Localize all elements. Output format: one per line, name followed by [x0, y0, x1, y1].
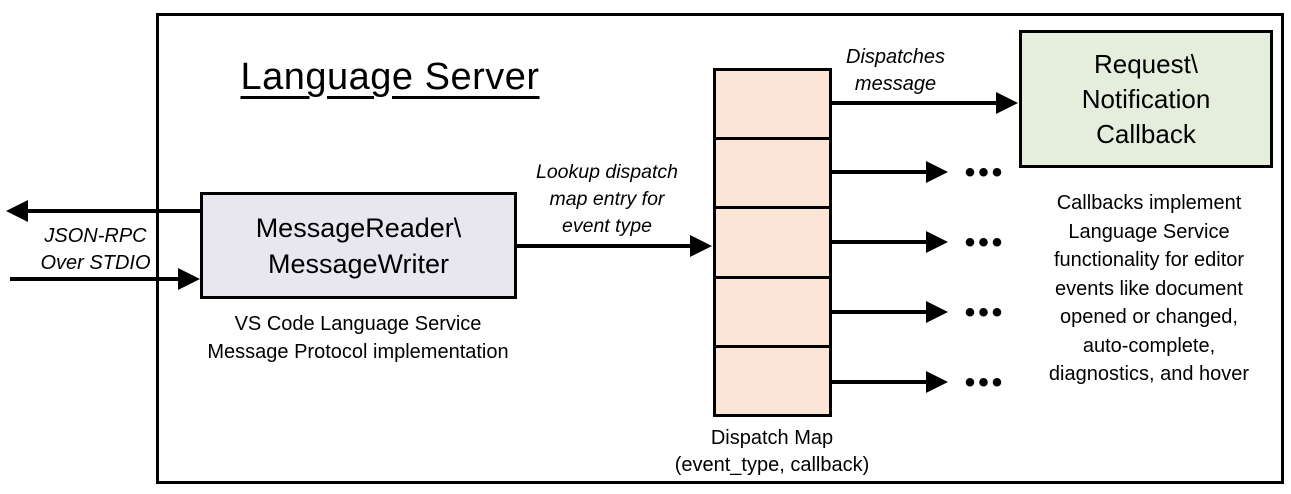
- dispatch-map-caption: Dispatch Map (event_type, callback): [674, 427, 870, 476]
- dispatch-map-cell: [716, 206, 829, 275]
- message-box-caption: VS Code Language Service Message Protoco…: [207, 313, 509, 363]
- message-reader-writer-box: MessageReader\ MessageWriter: [200, 192, 517, 299]
- ellipsis-icon: •••: [964, 366, 1006, 399]
- language-server-boundary: [156, 13, 1284, 484]
- ellipsis-icon: •••: [964, 156, 1006, 189]
- callbacks-note: Callbacks implement Language Service fun…: [1048, 192, 1250, 385]
- dispatch-map-cell: [716, 137, 829, 206]
- arrow-head-left: [6, 200, 28, 222]
- json-rpc-label: JSON-RPC Over STDIO: [40, 225, 151, 274]
- dispatch-map-cell: [716, 344, 829, 414]
- request-notification-callback-box: Request\ Notification Callback: [1019, 30, 1273, 168]
- ellipsis-icon: •••: [964, 226, 1006, 259]
- dispatch-map-cell: [716, 71, 829, 137]
- diagram-title: Language Server: [240, 56, 540, 98]
- dispatch-map-cell: [716, 275, 829, 345]
- dispatches-message-label: Dispatches message: [846, 46, 945, 95]
- ellipsis-icon: •••: [964, 296, 1006, 329]
- dispatch-map: [713, 68, 832, 417]
- lookup-dispatch-label: Lookup dispatch map entry for event type: [535, 161, 679, 237]
